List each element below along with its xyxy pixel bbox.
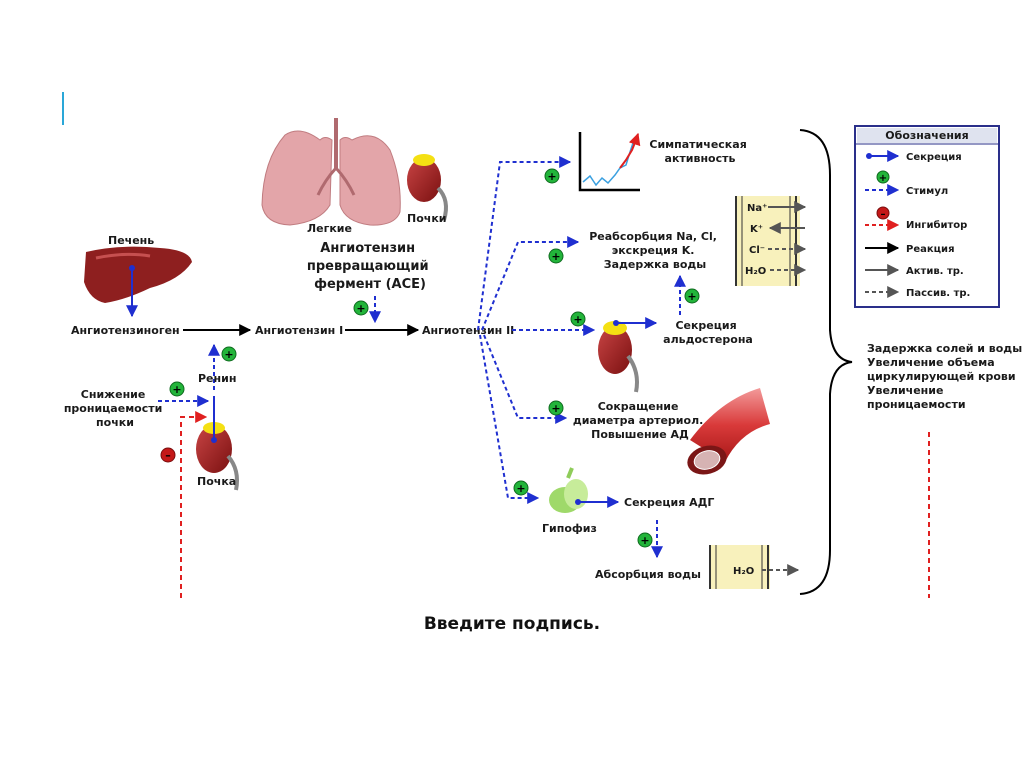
water-abs-label: Абсорбция воды xyxy=(595,568,701,581)
sympathetic-plot xyxy=(578,132,641,192)
aldosterone-label: Секреция альдостерона xyxy=(663,319,753,346)
plus-badge-renin: + xyxy=(221,346,237,362)
svg-text:+: + xyxy=(879,173,887,184)
plus-badge-sym: + xyxy=(544,168,560,184)
plus-badge-perm: + xyxy=(169,381,185,397)
legend-stimulus: Стимул xyxy=(906,186,948,197)
ion-na: Na⁺ xyxy=(747,203,767,214)
liver-label: Печень xyxy=(108,234,154,247)
arteriole-label: Сокращение диаметра артериол. Повышение … xyxy=(573,400,707,441)
svg-text:+: + xyxy=(356,302,365,315)
inhibitor-line-left xyxy=(180,411,208,598)
renin-label: Ренин xyxy=(198,372,236,385)
svg-text:+: + xyxy=(172,383,181,396)
svg-text:+: + xyxy=(640,534,649,547)
legend-secretion-symbol xyxy=(866,150,900,162)
legend-secretion: Секреция xyxy=(906,152,962,163)
sympathetic-label: Симпатическая активность xyxy=(649,138,750,165)
summary-brace xyxy=(799,129,853,595)
kidneys-top-image xyxy=(407,154,448,221)
legend-inhibitor: Ингибитор xyxy=(906,219,967,231)
pituitary-label: Гипофиз xyxy=(542,522,597,535)
plus-badge-adh: + xyxy=(637,532,653,548)
lungs-image xyxy=(261,118,401,226)
slide-caption[interactable]: Введите подпись. xyxy=(423,614,601,634)
reabsorption-label: Реабсорбция Na, Cl, экскреция K. Задержк… xyxy=(589,230,721,271)
artery-image xyxy=(687,388,770,475)
kidneys-top-label: Почки xyxy=(407,212,447,225)
plus-badge-ace: + xyxy=(353,300,369,316)
svg-text:–: – xyxy=(881,209,886,220)
plus-badge-aldo2: + xyxy=(684,288,700,304)
kidney-label: Почка xyxy=(197,475,236,488)
ion-k: K⁺ xyxy=(750,224,763,235)
adrenal-kidney-image xyxy=(598,321,639,393)
liver-image xyxy=(84,246,192,303)
decrease-perm-label: Снижение проницаемости почки xyxy=(64,388,166,429)
angiotensin2-label: Ангиотензин II xyxy=(422,324,514,337)
svg-text:+: + xyxy=(687,290,696,303)
lungs-label: Легкие xyxy=(307,222,352,235)
angiotensin1-label: Ангиотензин I xyxy=(255,324,343,337)
branch-arrows xyxy=(477,156,596,504)
plus-badge-reab: + xyxy=(548,248,564,264)
water-h2o: H₂O xyxy=(733,566,754,577)
minus-badge: – xyxy=(160,447,176,463)
pituitary-image xyxy=(549,467,588,513)
ion-cl: Cl⁻ xyxy=(749,245,765,256)
angiotensinogen-label: Ангиотензиноген xyxy=(71,324,180,337)
svg-text:+: + xyxy=(224,348,233,361)
legend-stimulus-symbol: + xyxy=(865,170,900,196)
legend-passive: Пассив. тр. xyxy=(906,288,970,299)
legend-reaction: Реакция xyxy=(906,244,955,255)
ion-transport-panel xyxy=(735,196,807,286)
ion-h2o: H₂O xyxy=(745,266,766,277)
adh-label: Секреция АДГ xyxy=(624,496,714,509)
plus-badge-pit: + xyxy=(513,480,529,496)
svg-text:+: + xyxy=(573,313,582,326)
svg-text:–: – xyxy=(165,449,171,462)
accent-bar xyxy=(62,92,64,125)
svg-text:+: + xyxy=(551,402,560,415)
legend-active: Актив. тр. xyxy=(906,266,964,277)
svg-text:+: + xyxy=(547,170,556,183)
water-panel xyxy=(709,545,800,589)
legend-title: Обозначения xyxy=(885,129,968,142)
plus-badge-art: + xyxy=(548,400,564,416)
ace-label: Ангиотензин превращающий фермент (ACE) xyxy=(307,241,433,292)
result-label: Задержка солей и воды Увеличение объема … xyxy=(867,342,1024,411)
svg-text:+: + xyxy=(516,482,525,495)
legend-inhibitor-symbol: – xyxy=(865,206,900,231)
plus-badge-aldo: + xyxy=(570,311,586,327)
svg-text:+: + xyxy=(551,250,560,263)
